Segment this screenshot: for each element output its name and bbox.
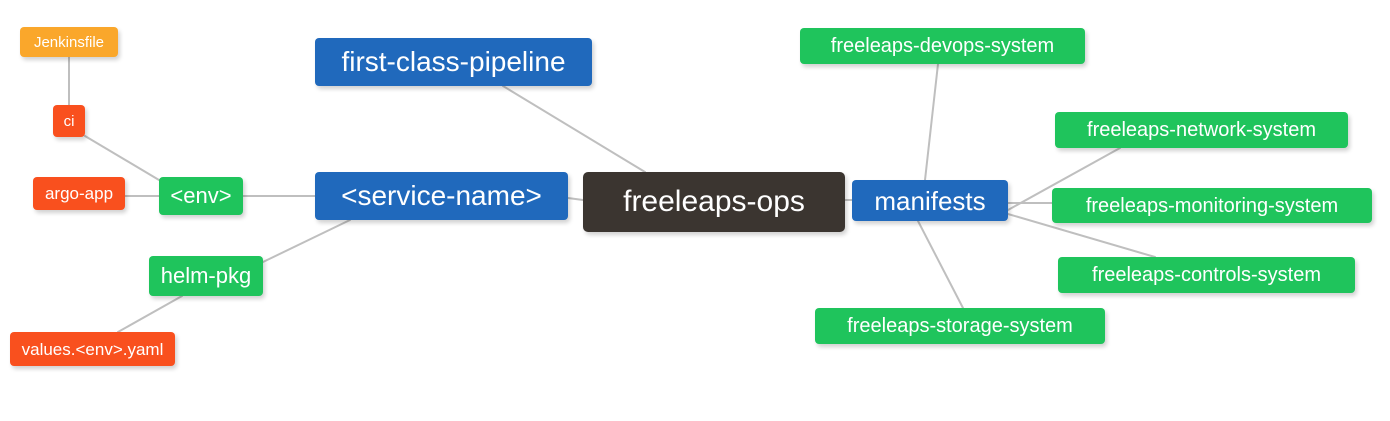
node-first-class-pipeline[interactable]: first-class-pipeline (315, 38, 592, 86)
node-label-service-name: <service-name> (341, 180, 542, 211)
node-label-freeleaps-ops: freeleaps-ops (623, 185, 805, 218)
node-label-argo-app: argo-app (44, 184, 114, 203)
edge-first-class-pipeline-to-freeleaps-ops (502, 85, 646, 173)
node-label-monitoring-system: freeleaps-monitoring-system (1085, 194, 1339, 217)
edge-service-name-to-freeleaps-ops (567, 197, 584, 201)
node-label-manifests: manifests (874, 185, 986, 216)
node-label-jenkinsfile: Jenkinsfile (33, 33, 105, 51)
node-ci[interactable]: ci (53, 105, 85, 137)
node-label-values-yaml: values.<env>.yaml (21, 339, 164, 359)
node-helm-pkg[interactable]: helm-pkg (149, 256, 263, 296)
edge-values-yaml-to-helm-pkg (117, 295, 183, 333)
node-devops-system[interactable]: freeleaps-devops-system (800, 28, 1085, 64)
node-freeleaps-ops[interactable]: freeleaps-ops (583, 172, 845, 232)
edge-manifests-to-storage-system (917, 220, 964, 309)
node-label-network-system: freeleaps-network-system (1087, 119, 1316, 141)
node-label-storage-system: freeleaps-storage-system (847, 315, 1073, 337)
node-label-devops-system: freeleaps-devops-system (830, 35, 1055, 57)
node-service-name[interactable]: <service-name> (315, 172, 568, 220)
node-env[interactable]: <env> (159, 177, 243, 215)
node-storage-system[interactable]: freeleaps-storage-system (815, 308, 1105, 344)
node-label-helm-pkg: helm-pkg (160, 263, 252, 288)
edge-manifests-to-devops-system (924, 63, 939, 181)
node-manifests[interactable]: manifests (852, 180, 1008, 221)
edge-helm-pkg-to-service-name (262, 219, 351, 263)
node-label-ci: ci (63, 112, 75, 130)
node-jenkinsfile[interactable]: Jenkinsfile (20, 27, 118, 57)
node-label-controls-system: freeleaps-controls-system (1092, 264, 1321, 286)
node-monitoring-system[interactable]: freeleaps-monitoring-system (1052, 188, 1372, 223)
node-controls-system[interactable]: freeleaps-controls-system (1058, 257, 1355, 293)
node-network-system[interactable]: freeleaps-network-system (1055, 112, 1348, 148)
node-label-first-class-pipeline: first-class-pipeline (341, 46, 566, 77)
node-label-env: <env> (170, 183, 232, 208)
node-argo-app[interactable]: argo-app (33, 177, 125, 210)
edge-ci-to-env (84, 135, 160, 181)
node-values-yaml[interactable]: values.<env>.yaml (10, 332, 175, 366)
